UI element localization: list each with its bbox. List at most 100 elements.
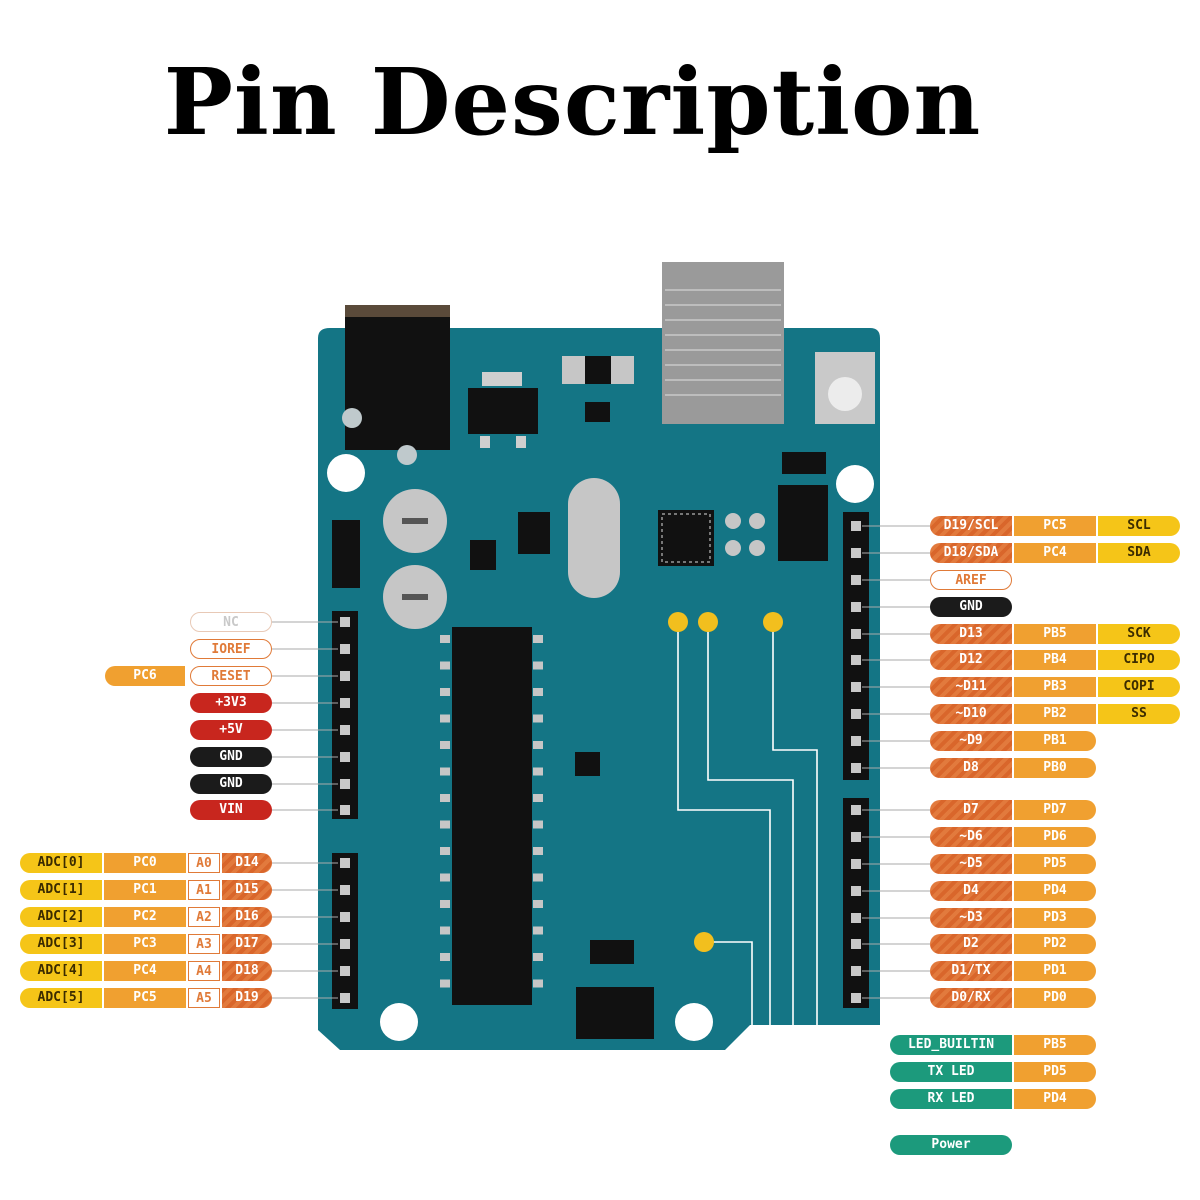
chip-pin [440,767,450,776]
chip-pin [533,794,543,802]
led-label: TX LED [890,1062,1012,1082]
digital-port-label: PB4 [1014,650,1096,670]
analog-d-label: D15 [222,880,272,900]
led-port-label: PD5 [1014,1062,1096,1082]
digital-pin-label: D1/TX [930,961,1012,981]
power-pin-label: VIN [190,800,272,820]
digital-port-label: PD6 [1014,827,1096,847]
digital-pin-label: D19/SCL [930,516,1012,536]
analog-d-label: D17 [222,934,272,954]
atmega-chip [452,627,532,1005]
icsp-header [778,485,828,561]
led-traces [677,622,888,1146]
digital-port-label: PB5 [1014,624,1096,644]
digital-port-label: PC5 [1014,516,1096,536]
led-port-label: PD4 [1014,1089,1096,1109]
digital-pin-label: D8 [930,758,1012,778]
header-pin [851,993,861,1003]
digital-fn-label: SCK [1098,624,1180,644]
led-port-label: PB5 [1014,1035,1096,1055]
header-pin [851,682,861,692]
digital-fn-label: COPI [1098,677,1180,697]
header-pin [340,671,350,681]
header-pin [851,709,861,719]
digital-port-label: PB3 [1014,677,1096,697]
analog-d-label: D16 [222,907,272,927]
chip-pin [440,953,450,961]
chip-pin [440,873,450,882]
digital-fn-label: CIPO [1098,650,1180,670]
adc-label: ADC[5] [20,988,102,1008]
analog-a-label: A3 [188,934,220,954]
header-pin [340,966,350,976]
header-pin [851,966,861,976]
chip-pin [440,661,450,670]
chip-pin [440,794,450,802]
chip-pin [440,635,450,643]
power-pin-label: IOREF [190,639,272,659]
analog-a-label: A0 [188,853,220,873]
adc-label: ADC[3] [20,934,102,954]
digital-pin-label: AREF [930,570,1012,590]
adc-label: ADC[4] [20,961,102,981]
digital-fn-label: SS [1098,704,1180,724]
analog-port-label: PC4 [104,961,186,981]
adc-label: ADC[2] [20,907,102,927]
digital-port-label: PD1 [1014,961,1096,981]
digital-pin-label: GND [930,597,1012,617]
power-pin-label: +5V [190,720,272,740]
power-pin-label: GND [190,774,272,794]
analog-a-label: A2 [188,907,220,927]
crystal-oscillator [568,478,620,598]
digital-port-label: PD5 [1014,854,1096,874]
analog-port-label: PC1 [104,880,186,900]
digital-pin-label: ~D11 [930,677,1012,697]
analog-port-label: PC3 [104,934,186,954]
header-pin [851,602,861,612]
led [668,612,688,632]
analog-a-label: A4 [188,961,220,981]
chip-pin [533,847,543,855]
chip-pin [533,900,543,908]
header-pin [340,698,350,708]
header-pin [851,763,861,773]
digital-fn-label: SCL [1098,516,1180,536]
analog-port-label: PC2 [104,907,186,927]
chip-pin [533,873,543,882]
analog-port-label: PC0 [104,853,186,873]
chip-pin [533,635,543,643]
chip-pin [533,979,543,988]
analog-d-label: D19 [222,988,272,1008]
chip-pin [440,741,450,749]
chip-pin [533,688,543,696]
chip-pin [440,926,450,935]
header-pin [340,993,350,1003]
header-pin [340,779,350,789]
analog-header [332,853,358,1009]
digital-pin-label: ~D9 [930,731,1012,751]
chip-pin [533,820,543,829]
chip-pin [440,714,450,723]
power-pin-label: GND [190,747,272,767]
adc-label: ADC[1] [20,880,102,900]
adc-label: ADC[0] [20,853,102,873]
header-pin [851,575,861,585]
header-pin [851,655,861,665]
header-pin [340,858,350,868]
mount-hole [327,454,365,492]
digital-pin-label: D2 [930,934,1012,954]
header-pin [340,912,350,922]
header-pin [851,736,861,746]
header-pin [851,548,861,558]
header-pin [340,644,350,654]
header-pin [851,939,861,949]
header-pin [851,805,861,815]
usb-connector [662,262,784,424]
chip-pin [440,900,450,908]
digital-pin-label: D0/RX [930,988,1012,1008]
voltage-regulator [468,388,538,434]
header-pin [340,805,350,815]
led-label: Power [890,1135,1012,1155]
reset-port-label: PC6 [105,666,185,686]
